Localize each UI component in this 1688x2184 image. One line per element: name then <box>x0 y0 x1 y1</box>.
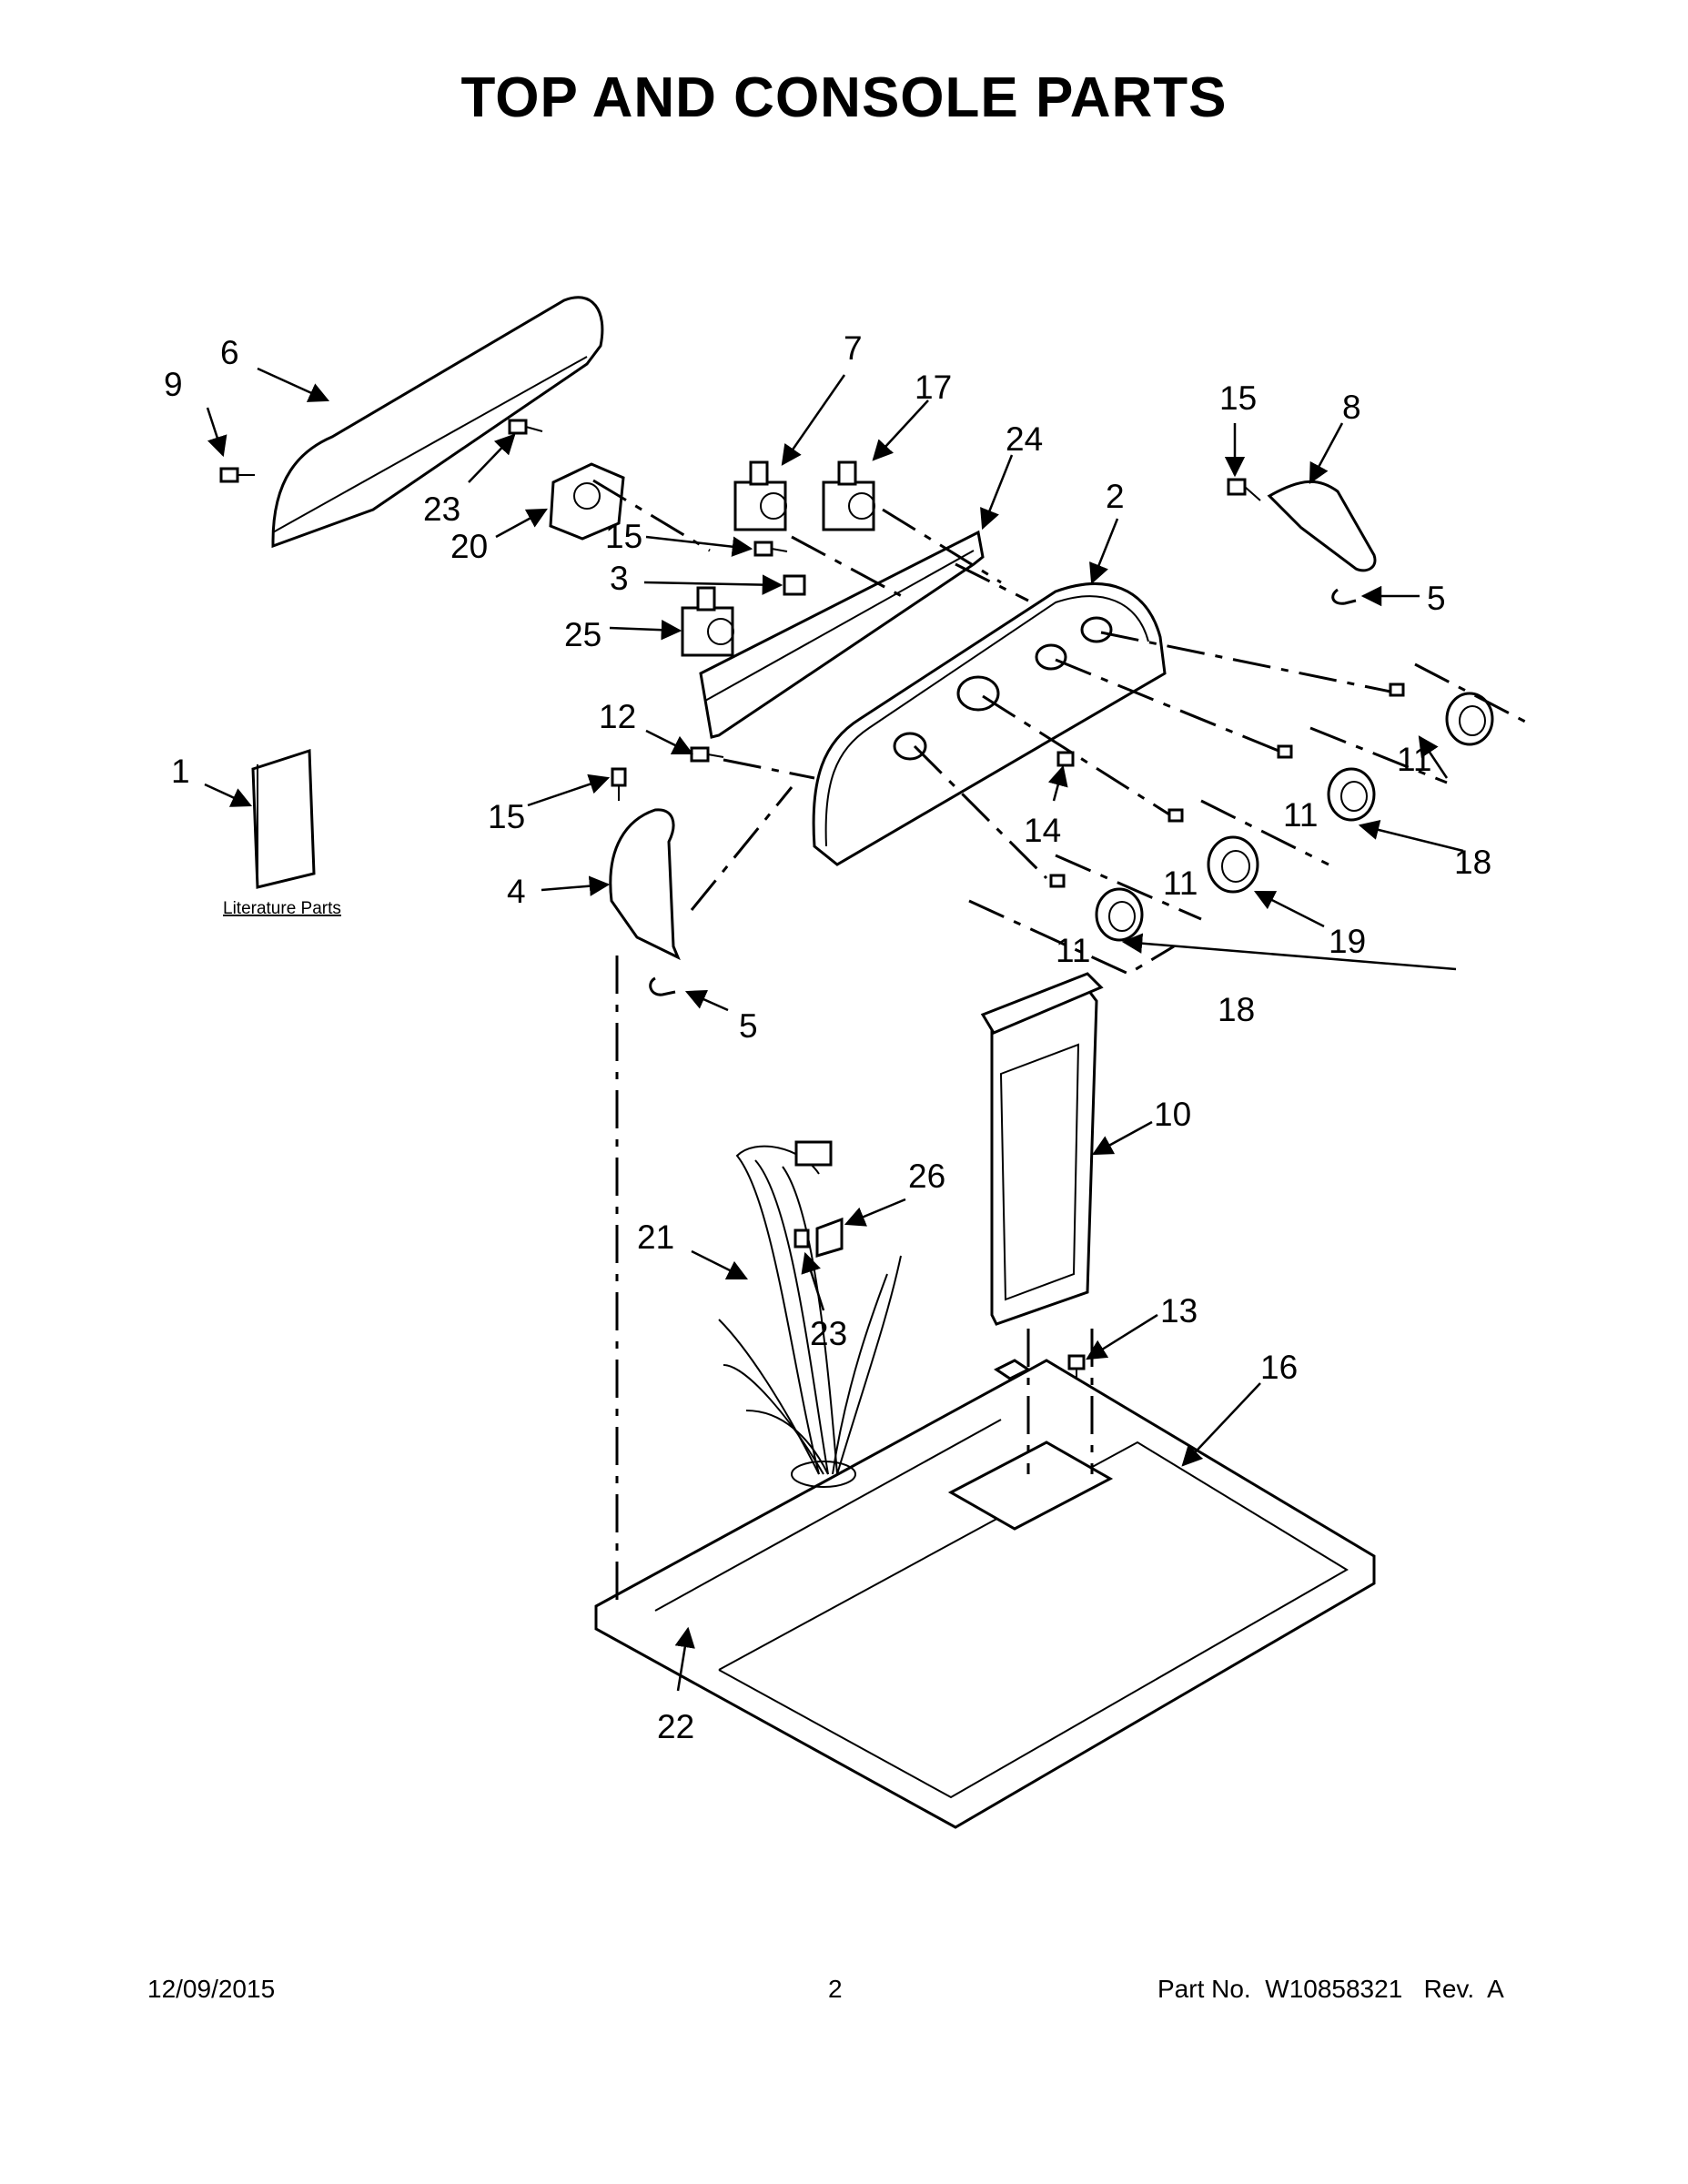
knob-mid-right <box>1277 744 1376 822</box>
switch-17 <box>822 460 875 531</box>
callout-11a: 11 <box>1397 741 1431 778</box>
screw-15-left <box>611 767 627 801</box>
knob-center-19 <box>1167 808 1259 894</box>
timer-20 <box>549 462 625 541</box>
switch-25 <box>681 586 734 657</box>
callout-20: 20 <box>450 528 488 565</box>
console-bracket-24 <box>699 530 985 739</box>
footer-part-number: Part No. W10858321 Rev. A <box>1157 1975 1504 2003</box>
callout-14: 14 <box>1024 812 1061 849</box>
end-cap-4 <box>609 808 681 961</box>
callout-18b: 18 <box>1218 991 1255 1028</box>
callout-21: 21 <box>637 1218 674 1256</box>
page-title: TOP AND CONSOLE PARTS <box>460 66 1228 129</box>
screw-15-right <box>1227 478 1261 501</box>
callout-11b: 11 <box>1283 796 1318 834</box>
callout-11c: 11 <box>1163 864 1198 902</box>
screw-12 <box>690 746 724 763</box>
callout-15a: 15 <box>1219 379 1257 417</box>
callout-25: 25 <box>564 616 601 653</box>
literature-1: Literature Parts <box>223 748 341 918</box>
footer-page-number: 2 <box>828 1975 843 2003</box>
screw-14 <box>1056 751 1075 767</box>
callout-26: 26 <box>908 1158 945 1195</box>
screw-9 <box>219 467 255 483</box>
callout-24: 24 <box>1006 420 1043 458</box>
screw-15-mid <box>753 541 788 557</box>
literature-label: Literature Parts <box>223 899 341 918</box>
screw-23-lower <box>793 1228 810 1249</box>
callout-8: 8 <box>1342 389 1361 426</box>
bracket-26 <box>815 1217 844 1259</box>
callout-19: 19 <box>1329 923 1366 960</box>
callout-9: 9 <box>164 366 183 403</box>
callout-3: 3 <box>610 560 629 597</box>
callout-17: 17 <box>915 369 952 406</box>
knob-upper-right <box>1389 682 1494 746</box>
callout-23b: 23 <box>810 1315 847 1352</box>
callout-11d: 11 <box>1056 932 1090 969</box>
callout-23a: 23 <box>423 490 460 528</box>
callout-5: 5 <box>1427 580 1446 617</box>
callout-5b: 5 <box>739 1007 758 1045</box>
callout-labels: 1 2 3 4 5 5 6 7 8 9 10 11 11 11 11 12 13… <box>164 329 1491 1745</box>
end-cap-8 <box>1267 480 1377 572</box>
leader-arrows <box>204 367 1464 1692</box>
callout-10: 10 <box>1154 1096 1191 1133</box>
callout-16: 16 <box>1260 1349 1298 1386</box>
callout-18a: 18 <box>1454 844 1491 881</box>
top-16 <box>594 1359 1376 1829</box>
callout-2: 2 <box>1106 478 1125 515</box>
console-2 <box>812 582 1167 866</box>
assembly-lines <box>592 479 1530 1611</box>
callout-22: 22 <box>657 1708 694 1745</box>
footer-date: 12/09/2015 <box>147 1975 276 2003</box>
part-3 <box>783 574 806 596</box>
clip-5-left <box>649 976 676 996</box>
callout-1: 1 <box>171 753 190 790</box>
callout-15b: 15 <box>605 518 642 555</box>
screw-23-top <box>508 419 543 435</box>
callout-15c: 15 <box>488 798 525 835</box>
callout-6: 6 <box>220 334 239 371</box>
clip-5-right <box>1331 588 1357 605</box>
lint-screen-10 <box>980 972 1104 1326</box>
callout-4: 4 <box>507 873 526 910</box>
knob-lower-left <box>1049 874 1144 942</box>
callout-7: 7 <box>844 329 863 367</box>
switch-7 <box>733 460 787 531</box>
callout-12: 12 <box>599 698 636 735</box>
wire-harness-21 <box>718 1140 902 1475</box>
rear-console-panel <box>271 296 604 549</box>
callout-13: 13 <box>1160 1292 1198 1330</box>
